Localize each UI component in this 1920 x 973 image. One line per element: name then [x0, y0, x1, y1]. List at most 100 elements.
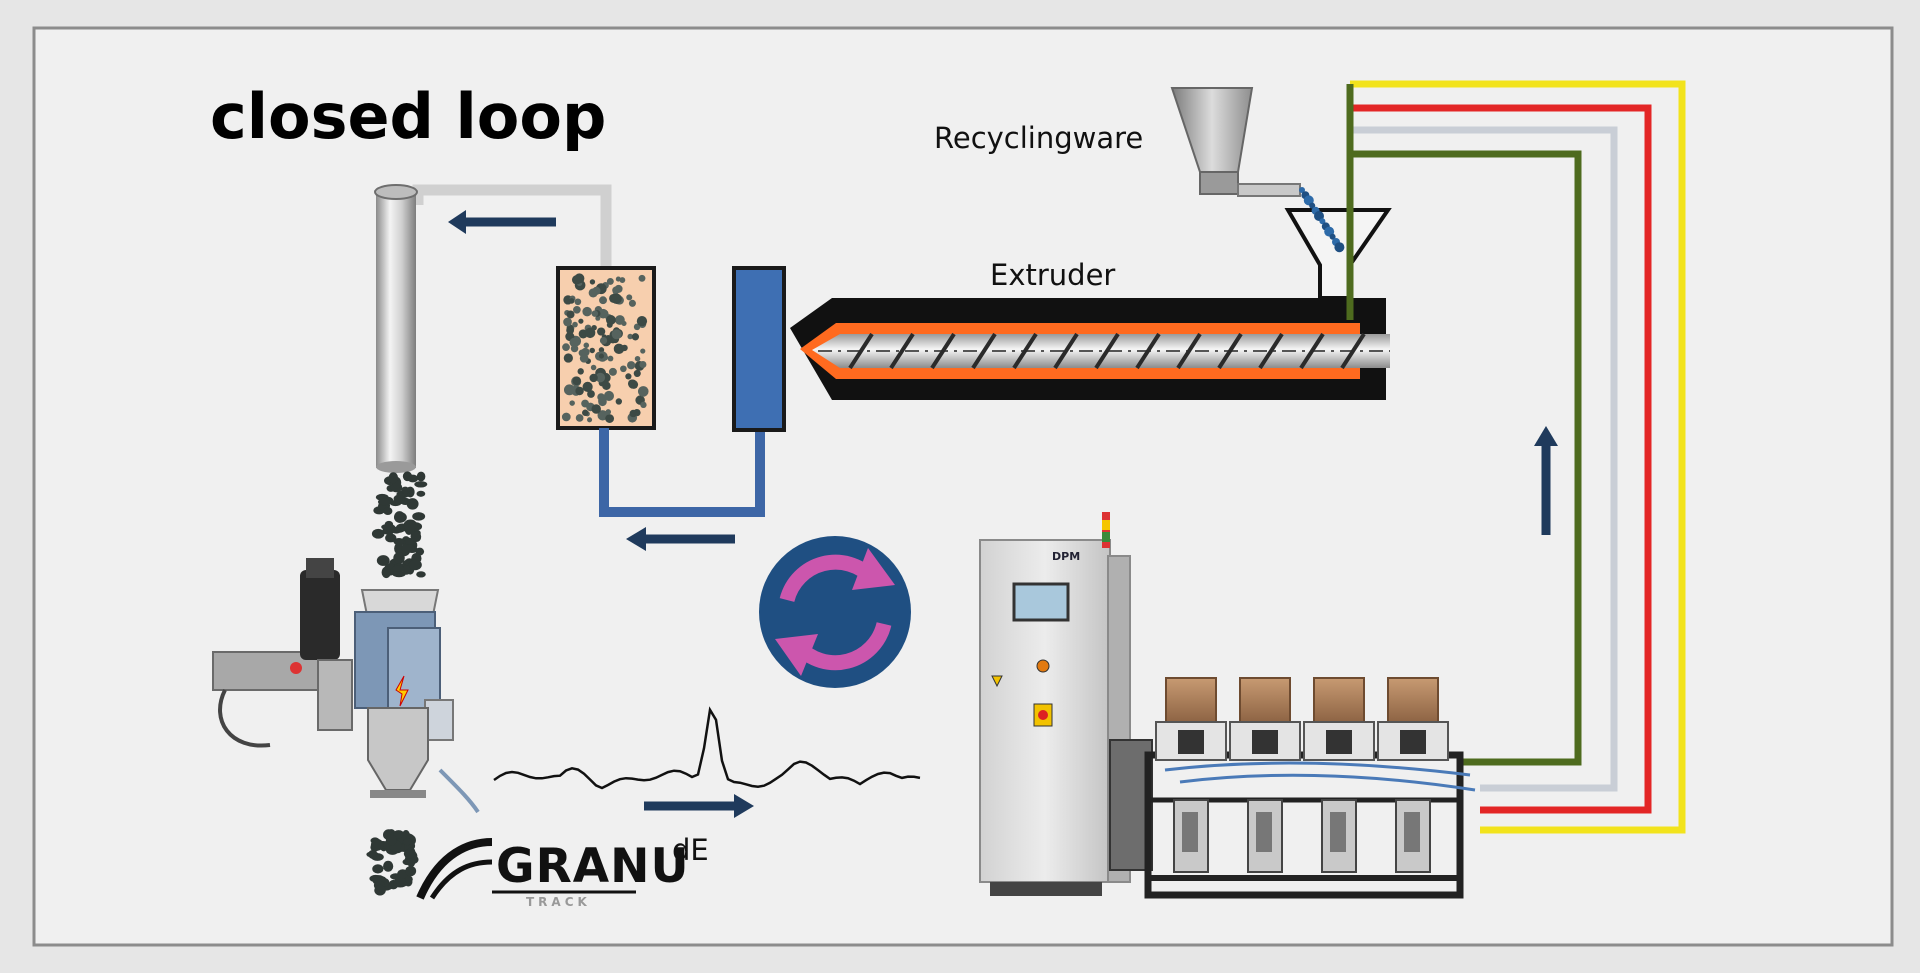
dosing-valve-core — [1330, 812, 1346, 852]
screw-flight — [930, 332, 956, 370]
pellet — [416, 571, 426, 578]
svg-text:TRACK: TRACK — [526, 895, 591, 909]
hmi-screen — [1012, 582, 1070, 622]
page-title: closed loop — [210, 80, 606, 153]
pellet — [374, 884, 386, 896]
extruder-label: Extruder — [990, 258, 1115, 292]
spectrum-curve — [493, 706, 921, 790]
signal-lines — [1346, 80, 1686, 834]
pellet — [392, 565, 405, 573]
pellet — [393, 830, 405, 839]
pellet — [416, 490, 426, 497]
signal-line-green — [1350, 150, 1582, 766]
recyclingware-label: Recyclingware — [934, 121, 1143, 155]
dosing-container — [1239, 677, 1291, 723]
pellet — [402, 565, 411, 575]
pellet — [407, 856, 416, 868]
pellets-bottom — [366, 829, 419, 896]
screw-flight — [1217, 332, 1243, 370]
pellet — [405, 865, 417, 877]
signal-line-red — [1350, 104, 1652, 814]
pellet — [392, 570, 406, 578]
screw-flight — [889, 332, 915, 370]
pellet — [385, 834, 397, 846]
dosing-container — [1313, 677, 1365, 723]
screw-flight — [1094, 332, 1120, 370]
screw-flight — [1258, 332, 1284, 370]
cycle-icon — [759, 536, 911, 688]
pellet — [1309, 202, 1316, 209]
screw-flight — [1053, 332, 1079, 370]
pellet — [412, 531, 422, 543]
signal-line-lightgrey — [1350, 126, 1618, 792]
pellet — [373, 866, 383, 874]
pellet — [412, 512, 426, 521]
pellet — [393, 494, 403, 504]
screw-flight — [1135, 332, 1161, 370]
pellet — [403, 849, 417, 859]
dosing-container — [1387, 677, 1439, 723]
pellet — [385, 533, 397, 543]
pellet — [403, 519, 418, 531]
screw-flight — [848, 332, 874, 370]
dosing-motor — [1400, 730, 1426, 754]
pellet — [1299, 187, 1305, 193]
pellet — [370, 839, 384, 851]
pellet — [1329, 233, 1336, 240]
dosing-station — [1144, 677, 1476, 899]
diagram-panel — [32, 26, 1894, 947]
recycling-hopper — [1170, 87, 1301, 197]
dosing-valve-core — [1182, 812, 1198, 852]
screw-flight — [1340, 332, 1366, 370]
pellet — [368, 849, 378, 859]
granu-logo: GRANU — [416, 838, 690, 900]
arrow-right-de-head — [734, 794, 754, 818]
pellet — [401, 544, 415, 553]
pellet — [383, 507, 393, 516]
downpipe-tube — [374, 184, 418, 473]
die-block — [732, 266, 786, 432]
control-cabinet: DPM — [979, 512, 1153, 896]
dosing-valve-core — [1404, 812, 1420, 852]
pellet — [394, 511, 405, 523]
granu-logo-sub: TRACK — [526, 895, 591, 909]
pellet — [371, 528, 385, 539]
pellet — [377, 498, 391, 506]
dosing-container — [1165, 677, 1217, 723]
pellet — [416, 471, 426, 482]
extruder — [790, 298, 1390, 400]
de-label: dE — [672, 833, 709, 867]
arrow-left-middle-head — [626, 527, 646, 551]
pellet — [393, 538, 405, 546]
signal-line-yellow — [1350, 80, 1686, 834]
blue-pipe — [599, 428, 765, 517]
screw-flight — [1012, 332, 1038, 370]
recycling-pellets — [1299, 187, 1345, 253]
dosing-motor — [1178, 730, 1204, 754]
granu-logo-text: GRANU — [496, 839, 690, 894]
pellet — [388, 472, 399, 484]
pellet — [394, 542, 404, 555]
pellet — [401, 486, 410, 494]
pellet — [381, 523, 396, 530]
screw-flight — [1176, 332, 1202, 370]
screw-flight — [971, 332, 997, 370]
screw-flight — [1299, 332, 1325, 370]
pellet — [383, 860, 394, 872]
pellets-falling — [371, 471, 428, 579]
return-pipe-grey — [412, 184, 612, 268]
dosing-valve-core — [1256, 812, 1272, 852]
dosing-motor — [1326, 730, 1352, 754]
pellet — [402, 838, 412, 846]
pellet — [414, 481, 428, 488]
pellet — [381, 566, 391, 579]
dosing-motor — [1252, 730, 1278, 754]
arrow-left-top-head — [448, 210, 466, 234]
pellet — [408, 559, 422, 571]
pellet — [407, 474, 419, 483]
pellet — [1319, 218, 1326, 225]
arrow-up-head — [1534, 426, 1558, 446]
dpm-logo-text: DPM — [1052, 550, 1080, 563]
pellet — [393, 552, 405, 564]
